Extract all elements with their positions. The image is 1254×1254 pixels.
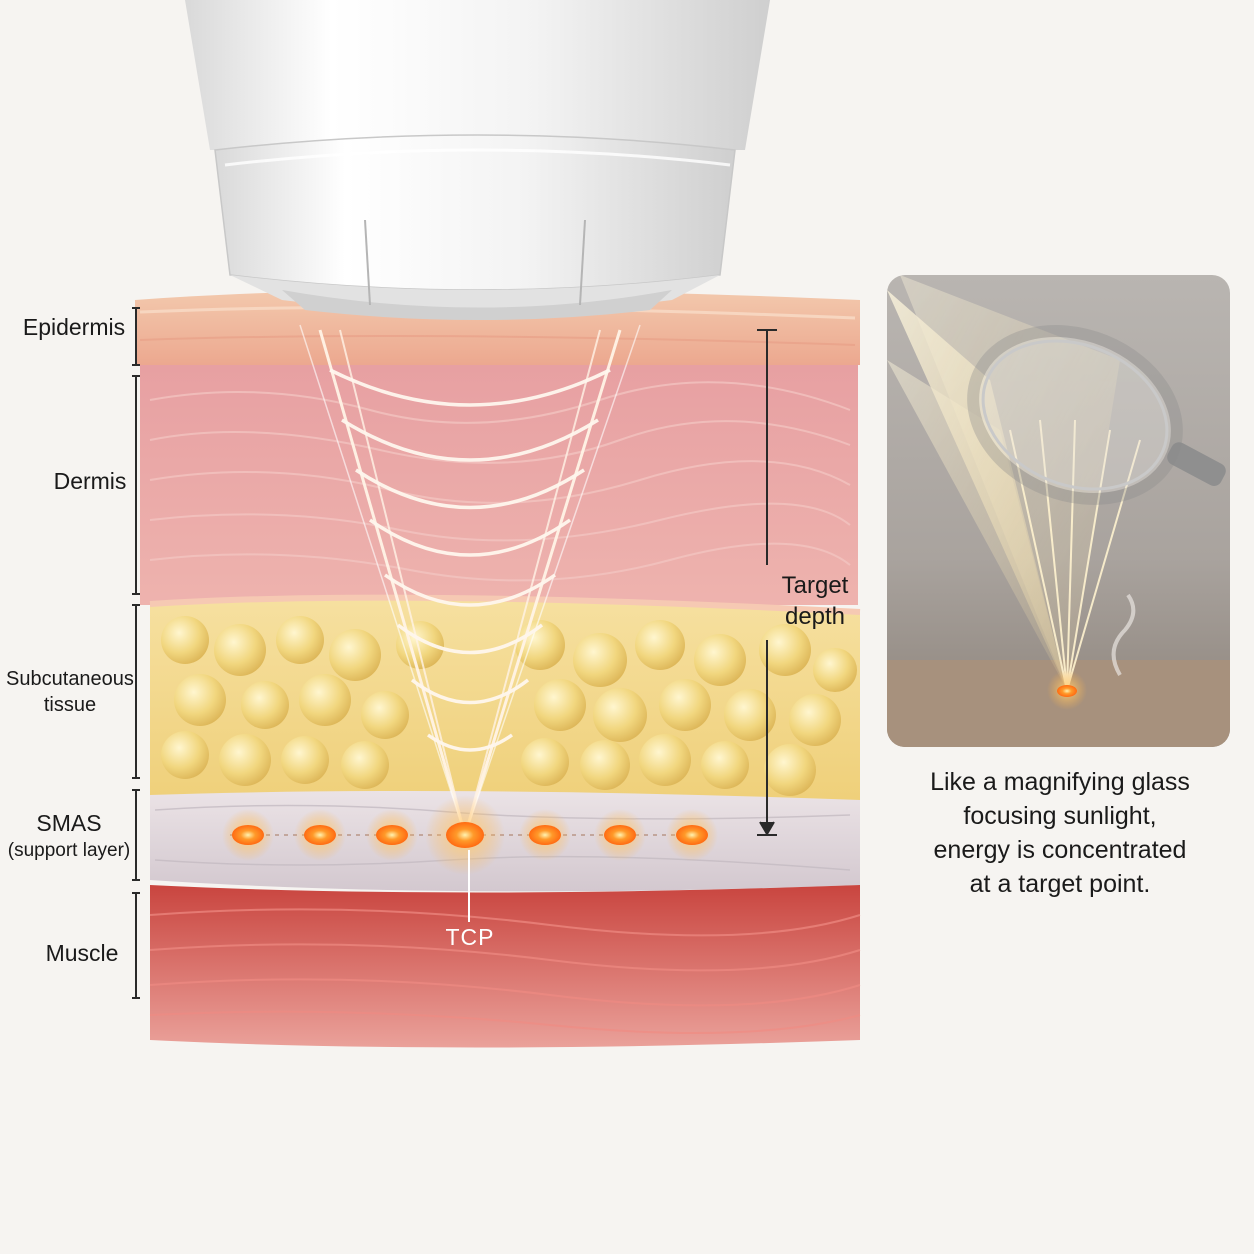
sun-ray-icon	[887, 275, 1120, 690]
caption-line: Like a magnifying glass	[930, 768, 1190, 796]
target-depth-indicator	[757, 329, 777, 836]
target-depth-line1: Target	[781, 572, 849, 599]
tissue-cross-section	[135, 290, 861, 1048]
focal-point-main	[425, 795, 505, 875]
label-subcutaneous: Subcutaneous tissue	[4, 666, 136, 718]
target-depth-line2: depth	[784, 603, 846, 630]
focal-point	[594, 809, 646, 861]
magnifying-glass-icon	[967, 325, 1226, 505]
dermis-layer	[140, 365, 858, 605]
smoke-icon	[1111, 593, 1136, 677]
label-epidermis: Epidermis	[22, 314, 126, 340]
caption-line: energy is concentrated	[933, 836, 1187, 864]
target-depth-label: Target depth	[770, 570, 860, 632]
label-dermis: Dermis	[53, 468, 127, 494]
focal-point-row	[222, 795, 718, 922]
muscle-layer	[150, 885, 860, 1048]
label-smas-sub: (support layer)	[7, 840, 131, 861]
label-smas: SMAS (support layer)	[4, 810, 134, 864]
caption-line: focusing sunlight,	[963, 802, 1157, 830]
label-subcutaneous-line2: tissue	[43, 694, 97, 716]
label-subcutaneous-line1: Subcutaneous	[6, 668, 134, 690]
focal-point	[222, 809, 274, 861]
focal-point	[519, 809, 571, 861]
analogy-panel	[887, 275, 1230, 747]
focal-point	[294, 809, 346, 861]
analogy-caption: Like a magnifying glass focusing sunligh…	[890, 765, 1230, 901]
focal-point	[366, 809, 418, 861]
focal-point	[666, 809, 718, 861]
tcp-label: TCP	[445, 924, 495, 950]
label-smas-main: SMAS	[36, 810, 102, 836]
layer-brackets	[132, 307, 140, 999]
fat-cells	[161, 616, 857, 796]
ultrasound-transducer-icon	[185, 0, 770, 320]
caption-line: at a target point.	[969, 870, 1151, 898]
label-muscle: Muscle	[45, 940, 119, 966]
